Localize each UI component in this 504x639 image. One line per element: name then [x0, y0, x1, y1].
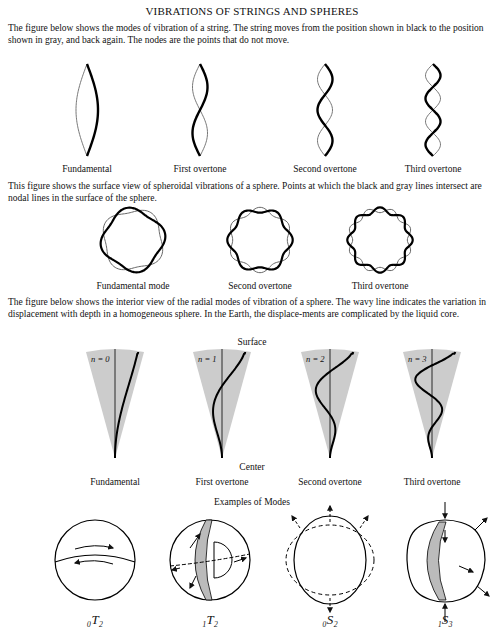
- label-text: ₁S₃: [420, 612, 470, 628]
- label-text: Fundamental: [37, 163, 137, 175]
- radial-arrow: [330, 598, 331, 612]
- cutaway-shade: [427, 522, 446, 600]
- string-gray: [426, 64, 441, 156]
- label-text: Second overtone: [200, 280, 320, 292]
- deformed-outline-dashed: [286, 525, 374, 595]
- cutaway-shade: [195, 520, 212, 600]
- torsion-arrow: [190, 576, 196, 588]
- cone-wedge: [301, 349, 359, 458]
- label-text: This figure shows the surface view of sp…: [8, 180, 496, 204]
- torsion-arrow: [75, 546, 113, 549]
- torsion-arrow: [75, 561, 113, 564]
- torsion-arrow: [234, 558, 246, 562]
- radial-arrow: [360, 516, 368, 528]
- sphere-outline: [170, 520, 250, 600]
- radial-arrow: [459, 566, 473, 572]
- displacement-curve: [213, 352, 245, 458]
- inner-core: [214, 542, 232, 578]
- radial-arrow: [292, 516, 300, 528]
- string-black: [193, 64, 208, 156]
- torsion-arrow: [190, 534, 200, 548]
- sphere-outline: [55, 520, 135, 600]
- label-text: Second overtone: [275, 163, 375, 175]
- torsion-arrow: [172, 568, 180, 570]
- label-text: ₁T₂: [185, 612, 235, 628]
- label-text: n = 2: [305, 353, 326, 365]
- displacement-curve: [316, 352, 353, 458]
- label-text: Third overtone: [320, 280, 440, 292]
- cone-wedge: [403, 349, 461, 458]
- label-text: First overtone: [172, 476, 272, 488]
- radial-arrow: [475, 518, 487, 530]
- radial-arrow: [445, 530, 446, 542]
- radial-arrow: [330, 506, 331, 522]
- cone-axis: [330, 349, 331, 458]
- deformed-outline: [294, 516, 366, 604]
- label-text: Fundamental: [65, 476, 165, 488]
- label-text: The figure below shows the modes of vibr…: [8, 22, 496, 46]
- radial-arrow: [477, 586, 489, 596]
- title-text: VIBRATIONS OF STRINGS AND SPHERES: [0, 5, 504, 17]
- label-text: Fundamental mode: [73, 280, 193, 292]
- equator-line: [170, 554, 250, 566]
- sphere-black: [347, 207, 412, 272]
- cone-wedge: [86, 349, 144, 458]
- label-text: The figure below shows the interior view…: [8, 296, 496, 320]
- sphere-gray: [349, 209, 410, 270]
- sphere-black: [227, 211, 292, 270]
- label-text: Second overtone: [280, 476, 380, 488]
- string-gray: [76, 64, 87, 156]
- string-gray: [318, 64, 333, 156]
- displacement-curve: [115, 352, 138, 458]
- label-text: ₀T₂: [70, 612, 120, 628]
- label-text: First overtone: [150, 163, 250, 175]
- label-text: n = 1: [197, 353, 218, 365]
- string-black: [318, 64, 333, 156]
- sphere-gray: [103, 210, 162, 269]
- cone-wedge: [193, 349, 251, 458]
- sphere-black: [101, 208, 166, 273]
- cone-axis: [222, 349, 223, 458]
- string-gray: [193, 64, 208, 156]
- deformed-outline: [407, 520, 485, 602]
- string-black: [426, 64, 441, 156]
- label-text: ₀S₂: [305, 612, 355, 628]
- label-text: Center: [202, 461, 302, 473]
- label-text: Third overtone: [383, 163, 483, 175]
- label-text: Surface: [202, 336, 302, 348]
- radial-arrow: [445, 502, 446, 518]
- label-text: Third overtone: [382, 476, 482, 488]
- displacement-curve: [415, 352, 455, 458]
- label-text: Examples of Modes: [177, 496, 327, 508]
- label-text: n = 0: [90, 353, 111, 365]
- label-text: n = 3: [407, 353, 428, 365]
- string-black: [87, 64, 98, 156]
